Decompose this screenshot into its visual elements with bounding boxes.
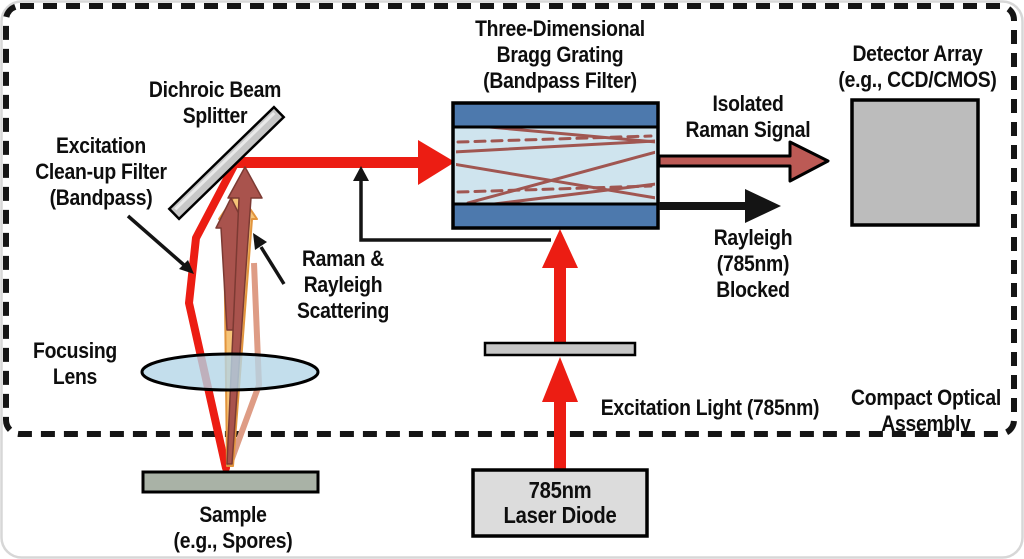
focusing-lens-label: Focusing Lens <box>22 338 128 390</box>
rayleigh-blocked-arrow <box>659 189 781 223</box>
bragg-grating-label-line3: (Bandpass Filter) <box>483 68 637 93</box>
dichroic-splitter-label-line1: Dichroic Beam <box>148 77 282 102</box>
bragg-grating-block <box>451 101 660 230</box>
isolated-raman-arrow <box>657 140 830 183</box>
rayleigh-blocked-label-line3: Blocked <box>716 277 790 302</box>
sample-label-line2: (e.g., Spores) <box>173 528 293 553</box>
compact-assembly-label: Compact Optical Assembly <box>847 385 1005 437</box>
laser-diode-label-line1: 785nm <box>528 477 592 503</box>
cleanup-filter-label-line3: (Bandpass) <box>49 185 153 210</box>
focusing-lens-label-line2: Lens <box>52 364 98 389</box>
scattering-pointer-arrow <box>253 233 286 285</box>
compact-assembly-label-line1: Compact Optical <box>851 385 1001 410</box>
bragg-grating-label-line2: Bragg Grating <box>496 42 624 67</box>
detector-array-label-line2: (e.g., CCD/CMOS) <box>838 67 997 92</box>
focusing-lens <box>140 352 320 392</box>
laser-diode-label-line2: Laser Diode <box>503 502 617 528</box>
scattering-label-line2: Rayleigh <box>303 272 383 297</box>
sample-label-line1: Sample <box>199 502 267 527</box>
rayleigh-blocked-label-line1: Rayleigh <box>713 225 793 250</box>
rayleigh-blocked-label: Rayleigh (785nm) Blocked <box>676 225 829 303</box>
bragg-grating-label-line1: Three-Dimensional <box>475 16 645 41</box>
excitation-light-label: Excitation Light (785nm) <box>594 395 826 421</box>
excitation-arrow-filter-to-grating <box>542 229 578 344</box>
isolated-raman-label: Isolated Raman Signal <box>669 91 827 143</box>
detector-array-label-line1: Detector Array <box>852 41 983 66</box>
isolated-raman-label-line2: Raman Signal <box>685 117 811 142</box>
excitation-arrow-laser-to-filter <box>542 357 578 472</box>
grating-internal-reflections <box>456 127 655 204</box>
detector-array-label: Detector Array (e.g., CCD/CMOS) <box>819 41 1017 93</box>
dichroic-splitter-label-line2: Splitter <box>182 103 248 128</box>
bragg-grating-label: Three-Dimensional Bragg Grating (Bandpas… <box>454 16 665 94</box>
isolated-raman-label-line1: Isolated <box>712 91 784 116</box>
rayleigh-blocked-label-line2: (785nm) <box>716 251 790 276</box>
scattering-label-line3: Scattering <box>296 298 390 323</box>
scattering-label: Raman & Rayleigh Scattering <box>264 246 422 324</box>
cleanup-filter-label: Excitation Clean-up Filter (Bandpass) <box>22 133 180 211</box>
laser-diode-label: 785nm Laser Diode <box>486 478 634 528</box>
dichroic-splitter-label: Dichroic Beam Splitter <box>127 77 303 129</box>
dichroic-beam-splitter-bar <box>167 105 286 221</box>
cleanup-filter-label-line2: Clean-up Filter <box>35 159 167 184</box>
scattering-label-line1: Raman & <box>301 246 385 271</box>
sample-label: Sample (e.g., Spores) <box>154 502 312 554</box>
compact-assembly-label-line2: Assembly <box>881 411 971 436</box>
focusing-lens-label-line1: Focusing <box>33 338 117 363</box>
sample-bar <box>141 470 320 494</box>
laser-diode-box <box>471 468 649 538</box>
beam-into-grating-arrow <box>228 140 455 185</box>
beam-callout-elbow-arrow <box>353 166 551 242</box>
assembly-boundary-dashed-border <box>3 3 1017 437</box>
cleanup-filter-label-line1: Excitation <box>56 133 146 158</box>
cleanup-filter-pointer-arrow <box>126 214 194 274</box>
detector-array-square <box>850 98 980 227</box>
excitation-light-label-line1: Excitation Light (785nm) <box>600 395 820 420</box>
laser-filter-bar <box>483 341 637 357</box>
